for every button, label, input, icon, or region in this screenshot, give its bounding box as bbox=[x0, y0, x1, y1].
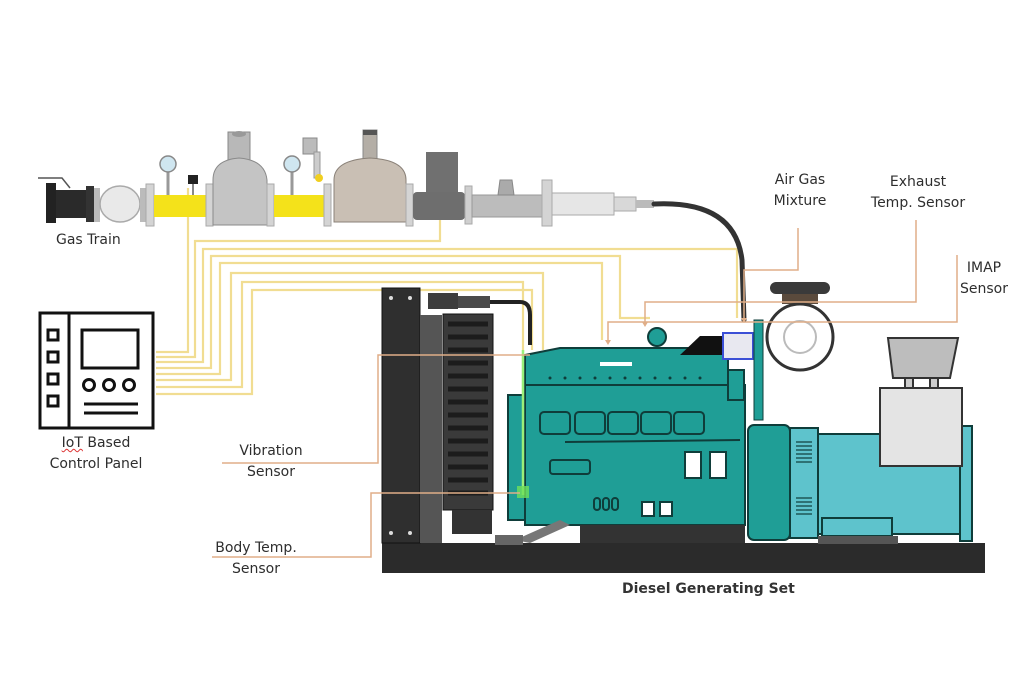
wire-exhaust bbox=[156, 261, 604, 376]
base-frame bbox=[382, 543, 985, 573]
vibration-line2: Sensor bbox=[247, 464, 295, 480]
body-temp-sensor-label: Body Temp. Sensor bbox=[204, 538, 308, 580]
diagram-title: Diesel Generating Set bbox=[622, 581, 795, 597]
wire-imap bbox=[156, 254, 650, 370]
engine bbox=[495, 327, 746, 545]
air-gas-line2: Mixture bbox=[773, 193, 827, 209]
control-panel-icon bbox=[38, 311, 155, 430]
wire-vibration bbox=[156, 271, 545, 382]
air-gas-line1: Air Gas bbox=[774, 172, 826, 188]
wire-sensor-7 bbox=[156, 288, 534, 396]
imap-line1: IMAP bbox=[966, 260, 1002, 276]
body-temp-probe bbox=[517, 350, 529, 498]
body-temp-line1: Body Temp. bbox=[215, 540, 297, 556]
arrow-exhaust bbox=[642, 322, 648, 327]
gas-train bbox=[38, 129, 654, 227]
wire-gas-pressure-1 bbox=[156, 188, 190, 354]
wire-gas-valve bbox=[156, 215, 442, 359]
exhaust-temp-sensor-label: Exhaust Temp. Sensor bbox=[866, 172, 970, 214]
based-word: Based bbox=[82, 435, 131, 451]
wire-air-gas bbox=[156, 247, 739, 364]
vibration-sensor-label: Vibration Sensor bbox=[226, 441, 316, 483]
gas-train-label: Gas Train bbox=[56, 232, 121, 248]
vibration-line1: Vibration bbox=[239, 443, 303, 459]
air-gas-mixture-label: Air Gas Mixture bbox=[760, 170, 840, 212]
arrow-air-gas bbox=[741, 318, 747, 323]
leader-air-gas bbox=[743, 228, 799, 318]
leader-vibration bbox=[222, 354, 530, 464]
gas-hose bbox=[651, 201, 747, 323]
body-temp-line2: Sensor bbox=[232, 561, 280, 577]
leader-exhaust bbox=[644, 220, 917, 322]
iot-word: IoT bbox=[61, 435, 83, 451]
leader-imap bbox=[607, 255, 958, 340]
leader-body-temp bbox=[212, 492, 520, 558]
alternator bbox=[747, 337, 973, 544]
control-panel-label: IoT Based Control Panel bbox=[38, 433, 154, 475]
exhaust-line2: Temp. Sensor bbox=[870, 195, 966, 211]
exhaust-line1: Exhaust bbox=[889, 174, 947, 190]
sensor-leaders bbox=[212, 220, 958, 558]
signal-wires bbox=[156, 188, 739, 495]
imap-line2: Sensor bbox=[960, 281, 1008, 297]
imap-sensor-label: IMAP Sensor bbox=[952, 258, 1016, 300]
control-panel-line2: Control Panel bbox=[49, 456, 143, 472]
turbo-mixer bbox=[680, 282, 835, 421]
arrow-imap bbox=[605, 340, 611, 345]
